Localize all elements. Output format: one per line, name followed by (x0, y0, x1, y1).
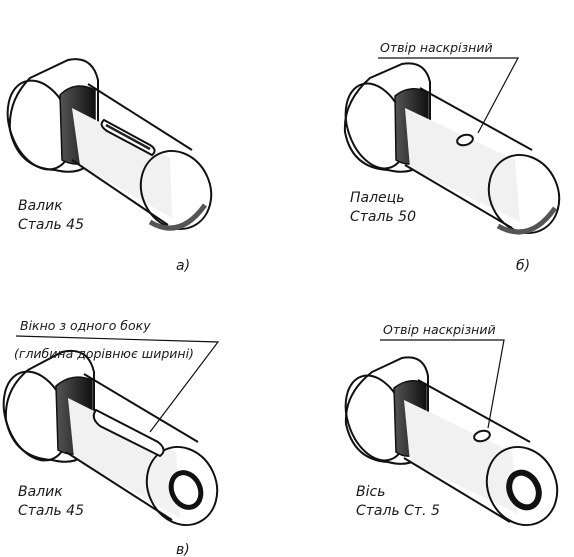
letter-c: в) (176, 542, 190, 557)
leader-line-c (15, 335, 220, 433)
figure-d: Отвір наскрізний Вісь Сталь Ст. 5 (344, 322, 559, 526)
shaft-c (2, 350, 219, 526)
note-c-line2: (глибина дорівнює ширині) (14, 346, 194, 361)
note-d: Отвір наскрізний (383, 322, 496, 337)
leader-line-b (378, 57, 519, 134)
figure-b: Отвір наскрізний Палець Сталь 50 б) (343, 40, 561, 274)
label-b-name: Палець (350, 190, 404, 206)
label-a-name: Валик (18, 198, 63, 214)
pin-b (343, 62, 561, 235)
label-c-material: Сталь 45 (18, 503, 84, 519)
label-d-name: Вісь (356, 484, 385, 500)
letter-a: а) (176, 258, 190, 274)
label-d-material: Сталь Ст. 5 (356, 503, 440, 519)
axle-d (344, 356, 559, 526)
figure-c: Вікно з одного боку (глибина дорівнює ши… (2, 318, 220, 557)
label-a-material: Сталь 45 (18, 217, 84, 233)
label-c-name: Валик (18, 484, 63, 500)
note-b: Отвір наскрізний (380, 40, 493, 55)
label-b-material: Сталь 50 (350, 209, 416, 225)
shaft-a (6, 58, 213, 231)
note-c-line1: Вікно з одного боку (20, 318, 151, 333)
letter-b: б) (516, 258, 530, 274)
leader-line-d (380, 339, 505, 429)
figure-a: Валик Сталь 45 а) (6, 58, 213, 274)
